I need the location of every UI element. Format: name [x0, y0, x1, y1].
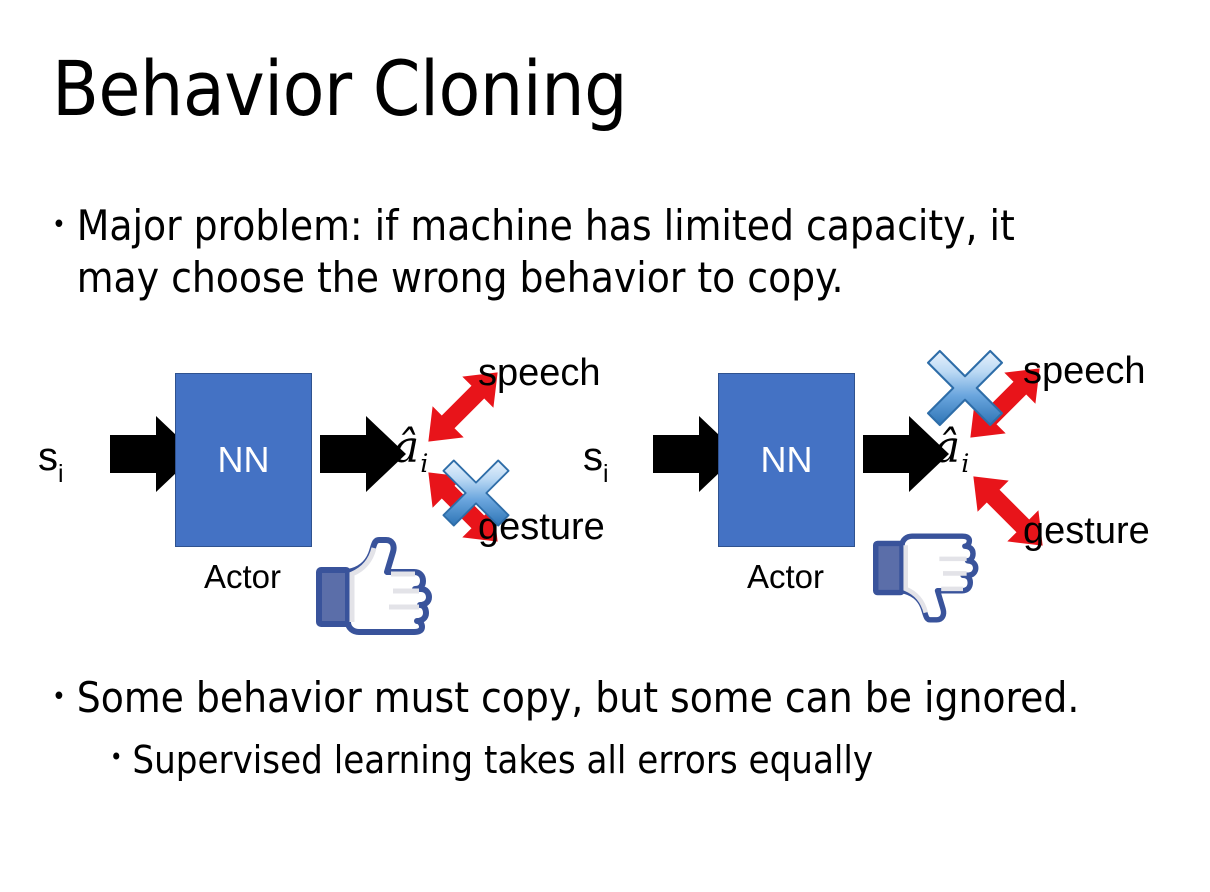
neural-network-box-right: NN — [718, 373, 855, 547]
input-state-label-left: si — [38, 435, 64, 488]
action-label-right: âi — [934, 426, 969, 477]
state-symbol: s — [583, 435, 603, 479]
neural-network-box-left: NN — [175, 373, 312, 547]
nn-label-right: NN — [760, 439, 813, 480]
action-subscript: i — [420, 449, 429, 479]
thumbs-down-icon-right — [873, 528, 979, 628]
bullet-text-3: Supervised learning takes all errors equ… — [132, 738, 874, 782]
bullet-text-1: Major problem: if machine has limited ca… — [76, 201, 1015, 302]
bullet-text-2: Some behavior must copy, but some can be… — [76, 673, 1080, 722]
actor-caption-right: Actor — [746, 558, 825, 595]
cross-out-icon-right-speech — [923, 346, 1007, 430]
thumbs-up-icon-left — [316, 536, 432, 635]
bullet-marker-icon: • — [52, 209, 66, 240]
bullet-item-2: • Some behavior must copy, but some can … — [52, 672, 1172, 724]
output-block-arrow-icon-left — [320, 416, 406, 492]
state-subscript: i — [603, 461, 609, 488]
output-block-arrow-icon-right — [863, 416, 949, 492]
action-label-left: âi — [393, 426, 428, 477]
state-subscript: i — [58, 461, 64, 488]
actor-caption-left: Actor — [203, 558, 282, 595]
state-symbol: s — [38, 435, 58, 479]
action-symbol: â — [393, 422, 420, 473]
speech-label-left: speech — [478, 352, 601, 394]
cross-out-icon-left-gesture — [439, 456, 513, 530]
input-state-label-right: si — [583, 435, 609, 488]
bullet-item-1: • Major problem: if machine has limited … — [52, 200, 1132, 304]
diagram-left-positive-case: si NN Actor âi — [30, 340, 615, 635]
bullet-item-3: • Supervised learning takes all errors e… — [110, 735, 1170, 785]
gesture-label-right: gesture — [1023, 510, 1150, 552]
page-title: Behavior Cloning — [52, 44, 628, 133]
diagram-right-negative-case: si NN Actor âi — [575, 340, 1190, 630]
gesture-arrow-icon-right — [953, 456, 1063, 566]
action-symbol: â — [934, 422, 961, 473]
bullet-marker-icon: • — [110, 742, 123, 771]
bullet-marker-icon: • — [52, 681, 66, 712]
nn-label-left: NN — [217, 439, 270, 480]
input-block-arrow-icon-left — [110, 416, 196, 492]
input-block-arrow-icon-right — [653, 416, 739, 492]
speech-label-right: speech — [1023, 350, 1146, 392]
action-subscript: i — [961, 449, 970, 479]
speech-arrow-icon-left — [408, 352, 518, 462]
